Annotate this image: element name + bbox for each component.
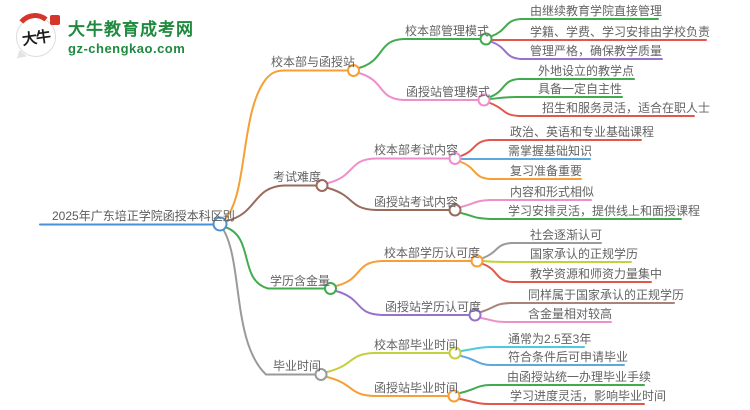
leaf-label[interactable]: 教学资源和师资力量集中 bbox=[530, 267, 663, 281]
connector-line bbox=[222, 228, 316, 376]
connector-line bbox=[491, 41, 663, 60]
collapse-handle[interactable] bbox=[447, 389, 461, 403]
root-node-label[interactable]: 2025年广东培正学院函授本科区别 bbox=[52, 209, 235, 223]
leaf-label[interactable]: 由继续教育学院直接管理 bbox=[530, 4, 663, 18]
collapse-handle[interactable] bbox=[468, 308, 482, 322]
connector-line bbox=[224, 226, 326, 290]
leaf-label[interactable]: 国家承认的正规学历 bbox=[530, 247, 639, 261]
collapse-handle[interactable] bbox=[477, 93, 491, 107]
connector-line bbox=[480, 302, 675, 313]
leaf-label[interactable]: 内容和形式相似 bbox=[510, 185, 595, 199]
connector-line bbox=[459, 398, 645, 405]
leaf-label[interactable]: 符合条件后可申请毕业 bbox=[508, 350, 629, 364]
branch-label-exam-difficulty[interactable]: 考试难度 bbox=[273, 170, 322, 184]
collapse-handle[interactable] bbox=[212, 216, 228, 232]
connector-line bbox=[225, 184, 317, 222]
collapse-handle[interactable] bbox=[314, 368, 328, 381]
connector-line bbox=[460, 346, 585, 352]
leaf-label[interactable]: 含金量相对较高 bbox=[528, 307, 613, 321]
collapse-handle[interactable] bbox=[479, 32, 493, 46]
connector-line bbox=[460, 139, 642, 157]
logo-badge-icon: 大牛 bbox=[13, 11, 60, 62]
branch-label-degree-value[interactable]: 学历含金量 bbox=[270, 274, 331, 288]
connector-line bbox=[327, 157, 450, 184]
connector-line bbox=[482, 242, 602, 259]
site-logo[interactable]: 大牛 大牛教育成考网 gz-chengkao.com bbox=[13, 11, 194, 62]
subnode-label-station-exam-content[interactable]: 函授站考试内容 bbox=[374, 195, 459, 209]
collapse-handle[interactable] bbox=[315, 179, 329, 192]
collapse-handle[interactable] bbox=[448, 346, 462, 360]
connector-line bbox=[460, 161, 582, 180]
subnode-label-campus-recognition[interactable]: 校本部学历认可度 bbox=[384, 246, 481, 260]
collapse-handle[interactable] bbox=[448, 152, 462, 165]
subnode-label-campus-exam-content[interactable]: 校本部考试内容 bbox=[374, 143, 459, 157]
connector-line bbox=[326, 352, 450, 373]
connector-line bbox=[489, 78, 635, 98]
leaf-label[interactable]: 学习进度灵活，影响毕业时间 bbox=[510, 389, 667, 403]
connector-line bbox=[460, 212, 682, 220]
subnode-label-station-management[interactable]: 函授站管理模式 bbox=[406, 85, 491, 99]
subnode-label-campus-management[interactable]: 校本部管理模式 bbox=[405, 24, 490, 38]
connector-line bbox=[358, 72, 479, 101]
leaf-label[interactable]: 复习准备重要 bbox=[510, 164, 583, 178]
connector-line bbox=[326, 376, 449, 397]
collapse-handle[interactable] bbox=[324, 282, 337, 295]
leaf-label[interactable]: 同样属于国家承认的正规学历 bbox=[528, 288, 685, 302]
connector-line bbox=[459, 384, 645, 394]
branch-label-graduation-time[interactable]: 毕业时间 bbox=[273, 359, 322, 373]
leaf-label[interactable]: 具备一定自主性 bbox=[538, 82, 623, 96]
connector-line bbox=[460, 199, 592, 208]
leaf-label[interactable]: 社会逐渐认可 bbox=[530, 228, 603, 242]
connector-line bbox=[489, 96, 623, 100]
collapse-handle[interactable] bbox=[347, 64, 360, 77]
logo-bubble: 大牛 bbox=[16, 17, 56, 57]
connector-line bbox=[327, 187, 450, 211]
connector-line bbox=[460, 355, 625, 366]
leaf-label[interactable]: 通常为2.5至3年 bbox=[508, 332, 592, 346]
leaf-label[interactable]: 学习安排灵活，提供线上和面授课程 bbox=[508, 204, 701, 218]
leaf-label[interactable]: 由函授站统一办理毕业手续 bbox=[507, 370, 652, 384]
logo-title: 大牛教育成考网 bbox=[68, 19, 194, 39]
connector-line bbox=[224, 69, 349, 220]
subnode-label-station-grad-time[interactable]: 函授站毕业时间 bbox=[374, 381, 459, 395]
leaf-label[interactable]: 需掌握基础知识 bbox=[508, 144, 593, 158]
subnode-label-campus-grad-time[interactable]: 校本部毕业时间 bbox=[374, 338, 459, 352]
leaf-label[interactable]: 招生和服务灵活，适合在职人士 bbox=[542, 101, 711, 115]
connector-line bbox=[335, 290, 470, 316]
connector-line bbox=[491, 18, 659, 37]
connector-line bbox=[482, 260, 632, 263]
connector-line bbox=[489, 102, 695, 117]
logo-url: gz-chengkao.com bbox=[68, 40, 186, 56]
connector-line bbox=[358, 38, 481, 69]
logo-red-seal-icon bbox=[50, 15, 60, 25]
connector-line bbox=[482, 263, 652, 283]
branch-label-campus-vs-station[interactable]: 校本部与函授站 bbox=[271, 55, 356, 69]
leaf-label[interactable]: 政治、英语和专业基础课程 bbox=[510, 125, 655, 139]
leaf-label[interactable]: 管理严格，确保教学质量 bbox=[530, 44, 663, 58]
collapse-handle[interactable] bbox=[470, 254, 484, 268]
leaf-label[interactable]: 外地设立的教学点 bbox=[538, 64, 635, 78]
connector-line bbox=[480, 317, 612, 323]
connector-line bbox=[335, 260, 472, 287]
leaf-label[interactable]: 学籍、学费、学习安排由学校负责 bbox=[530, 25, 711, 39]
collapse-handle[interactable] bbox=[448, 203, 462, 217]
subnode-label-station-recognition[interactable]: 函授站学历认可度 bbox=[385, 300, 482, 314]
